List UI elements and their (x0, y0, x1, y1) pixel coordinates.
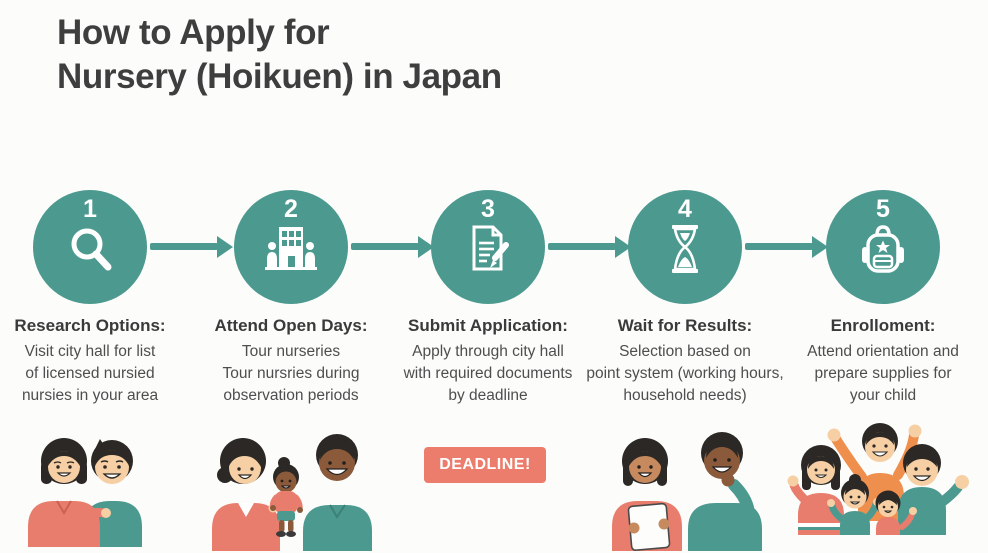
step-number: 4 (678, 195, 692, 223)
step-circle: 1 (33, 190, 147, 304)
step-circle: 3 (431, 190, 545, 304)
step-column-5: 5 Enrolloment: Attend orientation and pre… (785, 190, 981, 407)
step-body: Visit city hall for list of licensed nurs… (22, 341, 158, 407)
step-number: 1 (83, 195, 97, 223)
step-body-line: observation periods (223, 387, 359, 404)
hourglass-icon (657, 223, 713, 275)
step-body-line: of licensed nursied (25, 365, 155, 382)
open-day-family-illustration (200, 425, 390, 551)
flow-arrow-icon (745, 243, 813, 250)
magnifier-icon (62, 223, 118, 275)
flow-arrow-icon (351, 243, 419, 250)
step-body-line: Visit city hall for list (24, 343, 156, 360)
step-circle: 2 (234, 190, 348, 304)
step-body-line: point system (working hours, (586, 365, 784, 382)
step-body-line: by deadline (448, 387, 528, 404)
step-body-line: Attend orientation and (807, 343, 959, 360)
step-heading: Wait for Results: (617, 316, 753, 335)
step-number: 2 (284, 195, 298, 223)
step-number: 3 (481, 195, 495, 223)
step-body: Apply through city hall with required doc… (404, 341, 573, 407)
step-body-line: your child (849, 387, 917, 404)
building-icon (263, 223, 319, 275)
title-line-2: Nursery (Hoikuen) in Japan (57, 57, 502, 97)
celebration-family-illustration (786, 417, 986, 535)
step-heading: Enrolloment: (830, 316, 936, 335)
step-heading: Attend Open Days: (214, 316, 368, 335)
step-body: Attend orientation and prepare supplies f… (807, 341, 959, 407)
step-body-line: prepare supplies for (814, 365, 952, 382)
step-body-line: nursies in your area (21, 387, 159, 404)
step-body-line: Tour nursries during (222, 365, 360, 382)
step-heading: Research Options: (14, 316, 166, 335)
page-title: How to Apply for Nursery (Hoikuen) in Ja… (57, 11, 502, 99)
flow-arrow-icon (548, 243, 616, 250)
deadline-badge: DEADLINE! (424, 447, 546, 483)
step-circle: 4 (628, 190, 742, 304)
backpack-icon (855, 223, 911, 275)
step-column-4: 4 Wait for Results: Selection based on po… (586, 190, 784, 407)
step-column-1: 1 Research Options: Visit city hall for … (0, 190, 188, 407)
step-body-line: Apply through city hall (412, 343, 564, 360)
waiting-couple-illustration (600, 425, 790, 551)
step-body-line: Selection based on (619, 343, 751, 360)
step-body-line: with required documents (403, 365, 573, 382)
flow-arrow-icon (150, 243, 218, 250)
step-body-line: Tour nurseries (241, 343, 341, 360)
research-couple-illustration (20, 425, 170, 547)
step-body-line: household needs) (623, 387, 747, 404)
step-heading: Submit Application: (408, 316, 568, 335)
step-circle: 5 (826, 190, 940, 304)
document-pencil-icon (460, 223, 516, 275)
step-column-3: 3 Submit Application: Apply through city… (390, 190, 586, 407)
step-number: 5 (876, 195, 890, 223)
title-line-1: How to Apply for (57, 13, 330, 52)
step-body: Selection based on point system (working … (586, 341, 783, 407)
